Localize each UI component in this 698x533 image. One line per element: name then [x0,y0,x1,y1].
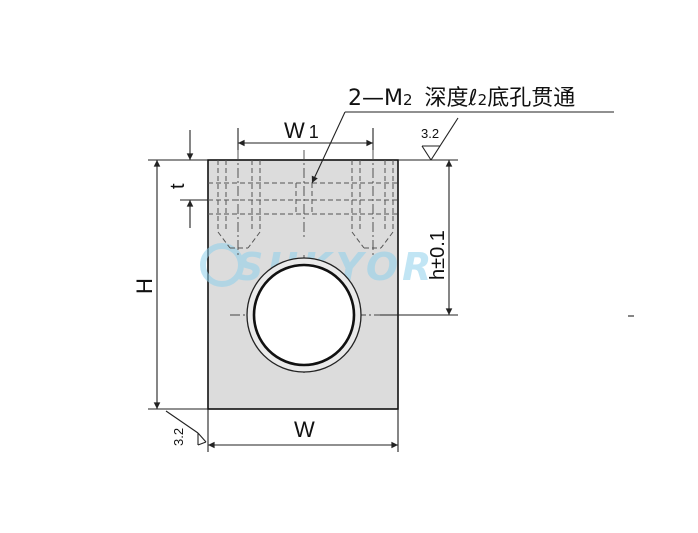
w-label: W [294,417,315,442]
h-total-dimension [148,159,208,410]
surface-finish-top [421,117,459,161]
w1-dimension [237,128,374,150]
h-total-label: H [132,278,157,294]
left-threaded-hole-hidden [217,160,261,249]
surface-finish-bottom-value: 3.2 [171,428,186,446]
bore-inner-circle [252,263,356,367]
surface-finish-bottom [165,410,207,446]
t-dimension [180,130,208,228]
t-label: t [167,183,189,189]
h-tol-dimension [380,159,458,316]
counterbore-hidden-lines [208,182,398,215]
right-threaded-hole-hidden [351,160,394,249]
thread-leader [311,111,614,184]
surface-finish-top-value: 3.2 [421,126,439,141]
h-tol-label: h±0.1 [427,230,449,280]
w-dimension [207,409,399,452]
